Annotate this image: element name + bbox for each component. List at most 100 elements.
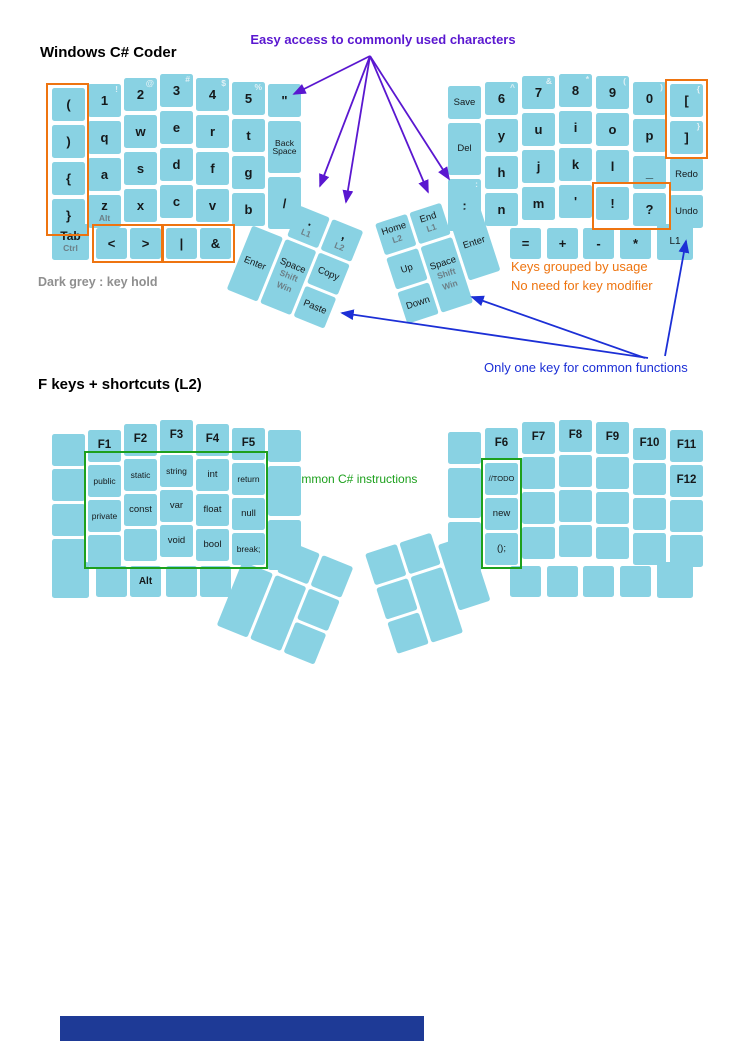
key-f10: F10 <box>633 428 666 460</box>
key-label: F9 <box>605 431 620 444</box>
key-string: string <box>160 455 193 487</box>
key-label: o <box>608 122 617 137</box>
key-m: m <box>522 187 555 220</box>
key-label: / <box>282 195 287 211</box>
key-shift-symbol: # <box>185 74 190 84</box>
key-blank <box>52 562 89 598</box>
key-label: //TODO <box>488 474 515 484</box>
key-label: break; <box>236 543 261 554</box>
green-highlight-rect <box>84 451 268 569</box>
annotation-easy-access: Easy access to commonly used characters <box>250 32 516 47</box>
orange-highlight-rect <box>46 83 89 236</box>
key-x: x <box>124 189 157 222</box>
key-blank <box>657 562 693 598</box>
purple-arrow <box>292 55 371 95</box>
key-label: - <box>596 236 601 251</box>
key-label: 4 <box>208 87 217 102</box>
key-label: y <box>497 128 506 143</box>
key-label: _ <box>645 165 654 180</box>
key-label: F5 <box>241 437 256 450</box>
key-f1: F1 <box>88 430 121 462</box>
key-label: | <box>179 236 184 251</box>
key-blank <box>522 527 555 559</box>
key-label: (); <box>497 543 506 555</box>
purple-arrow <box>342 55 371 204</box>
key-void: void <box>160 525 193 557</box>
key-6: 6^ <box>485 82 518 115</box>
key-symbol: ? <box>633 193 666 226</box>
key-label: F2 <box>133 433 148 446</box>
key-shift-symbol: { <box>696 84 700 94</box>
key-label: u <box>534 122 543 137</box>
key-e: e <box>160 111 193 144</box>
key-g: g <box>232 156 265 189</box>
annotation-keys-grouped-by-usage: Keys grouped by usage <box>511 259 648 274</box>
key-blank <box>620 566 651 597</box>
key-hold-label: Alt <box>98 213 111 224</box>
key-w: w <box>124 115 157 148</box>
key-label: ? <box>645 202 654 217</box>
key-label: float <box>203 504 222 516</box>
purple-arrow <box>319 55 371 188</box>
key-label: Enter <box>242 253 268 273</box>
key-label: ) <box>66 134 71 149</box>
key-blank <box>596 457 629 489</box>
key-label: Redo <box>675 168 698 180</box>
key-label: " <box>281 93 288 108</box>
key-undo: Undo <box>670 195 703 228</box>
key-shift-symbol: ) <box>660 82 663 92</box>
green-highlight-rect <box>481 458 522 569</box>
key-label: h <box>497 165 506 180</box>
key-v: v <box>196 189 229 222</box>
key-label: Save <box>453 96 476 108</box>
key-blank <box>448 432 481 464</box>
key-blank <box>166 566 197 597</box>
key-i: i <box>559 111 592 144</box>
key-symbol: (); <box>485 533 518 565</box>
key-f5: F5 <box>232 428 265 460</box>
key-blank <box>670 535 703 567</box>
annotation-no-key-modifier: No need for key modifier <box>511 278 653 293</box>
key-blank <box>522 492 555 524</box>
key-label: Back Space <box>272 137 297 156</box>
key-label: ' <box>573 194 578 209</box>
key-symbol: ' <box>559 185 592 218</box>
key-label: F8 <box>568 429 583 442</box>
key-blank <box>670 500 703 532</box>
key-label: Enter <box>461 233 487 252</box>
key-label: d <box>172 157 181 172</box>
key-label: q <box>100 130 109 145</box>
key-float: float <box>196 494 229 526</box>
key-blank <box>88 535 121 567</box>
key-label: } <box>65 208 72 223</box>
key-blank <box>96 566 127 597</box>
key-blank <box>200 566 231 597</box>
key-shift-symbol: ! <box>115 84 118 94</box>
key-label: , <box>339 227 349 243</box>
key-label: l <box>610 159 615 174</box>
key-redo: Redo <box>670 158 703 191</box>
purple-arrow <box>369 55 429 194</box>
key-shift-symbol: $ <box>221 78 226 88</box>
annotation-common-cs-instructions: Common C# instructions <box>286 472 418 486</box>
key-f4: F4 <box>196 424 229 456</box>
key-symbol: * <box>620 228 651 259</box>
key-label: j <box>536 159 541 174</box>
key-hold-label: L2 <box>332 240 346 254</box>
key-label: const <box>129 504 152 516</box>
key-blank <box>547 566 578 597</box>
key-label: Paste <box>301 297 329 317</box>
key-label: * <box>632 236 639 251</box>
key-label: F12 <box>676 474 697 487</box>
key-label: Tab <box>60 229 81 244</box>
key-down: Down <box>397 282 439 324</box>
key-label: Del <box>457 143 472 155</box>
key-f9: F9 <box>596 422 629 454</box>
key-int: int <box>196 459 229 491</box>
key-symbol: & <box>200 228 231 259</box>
key-f6: F6 <box>485 428 518 460</box>
annotation-only-one-key: Only one key for common functions <box>484 360 688 375</box>
key-8: 8* <box>559 74 592 107</box>
key-label: i <box>573 120 578 135</box>
